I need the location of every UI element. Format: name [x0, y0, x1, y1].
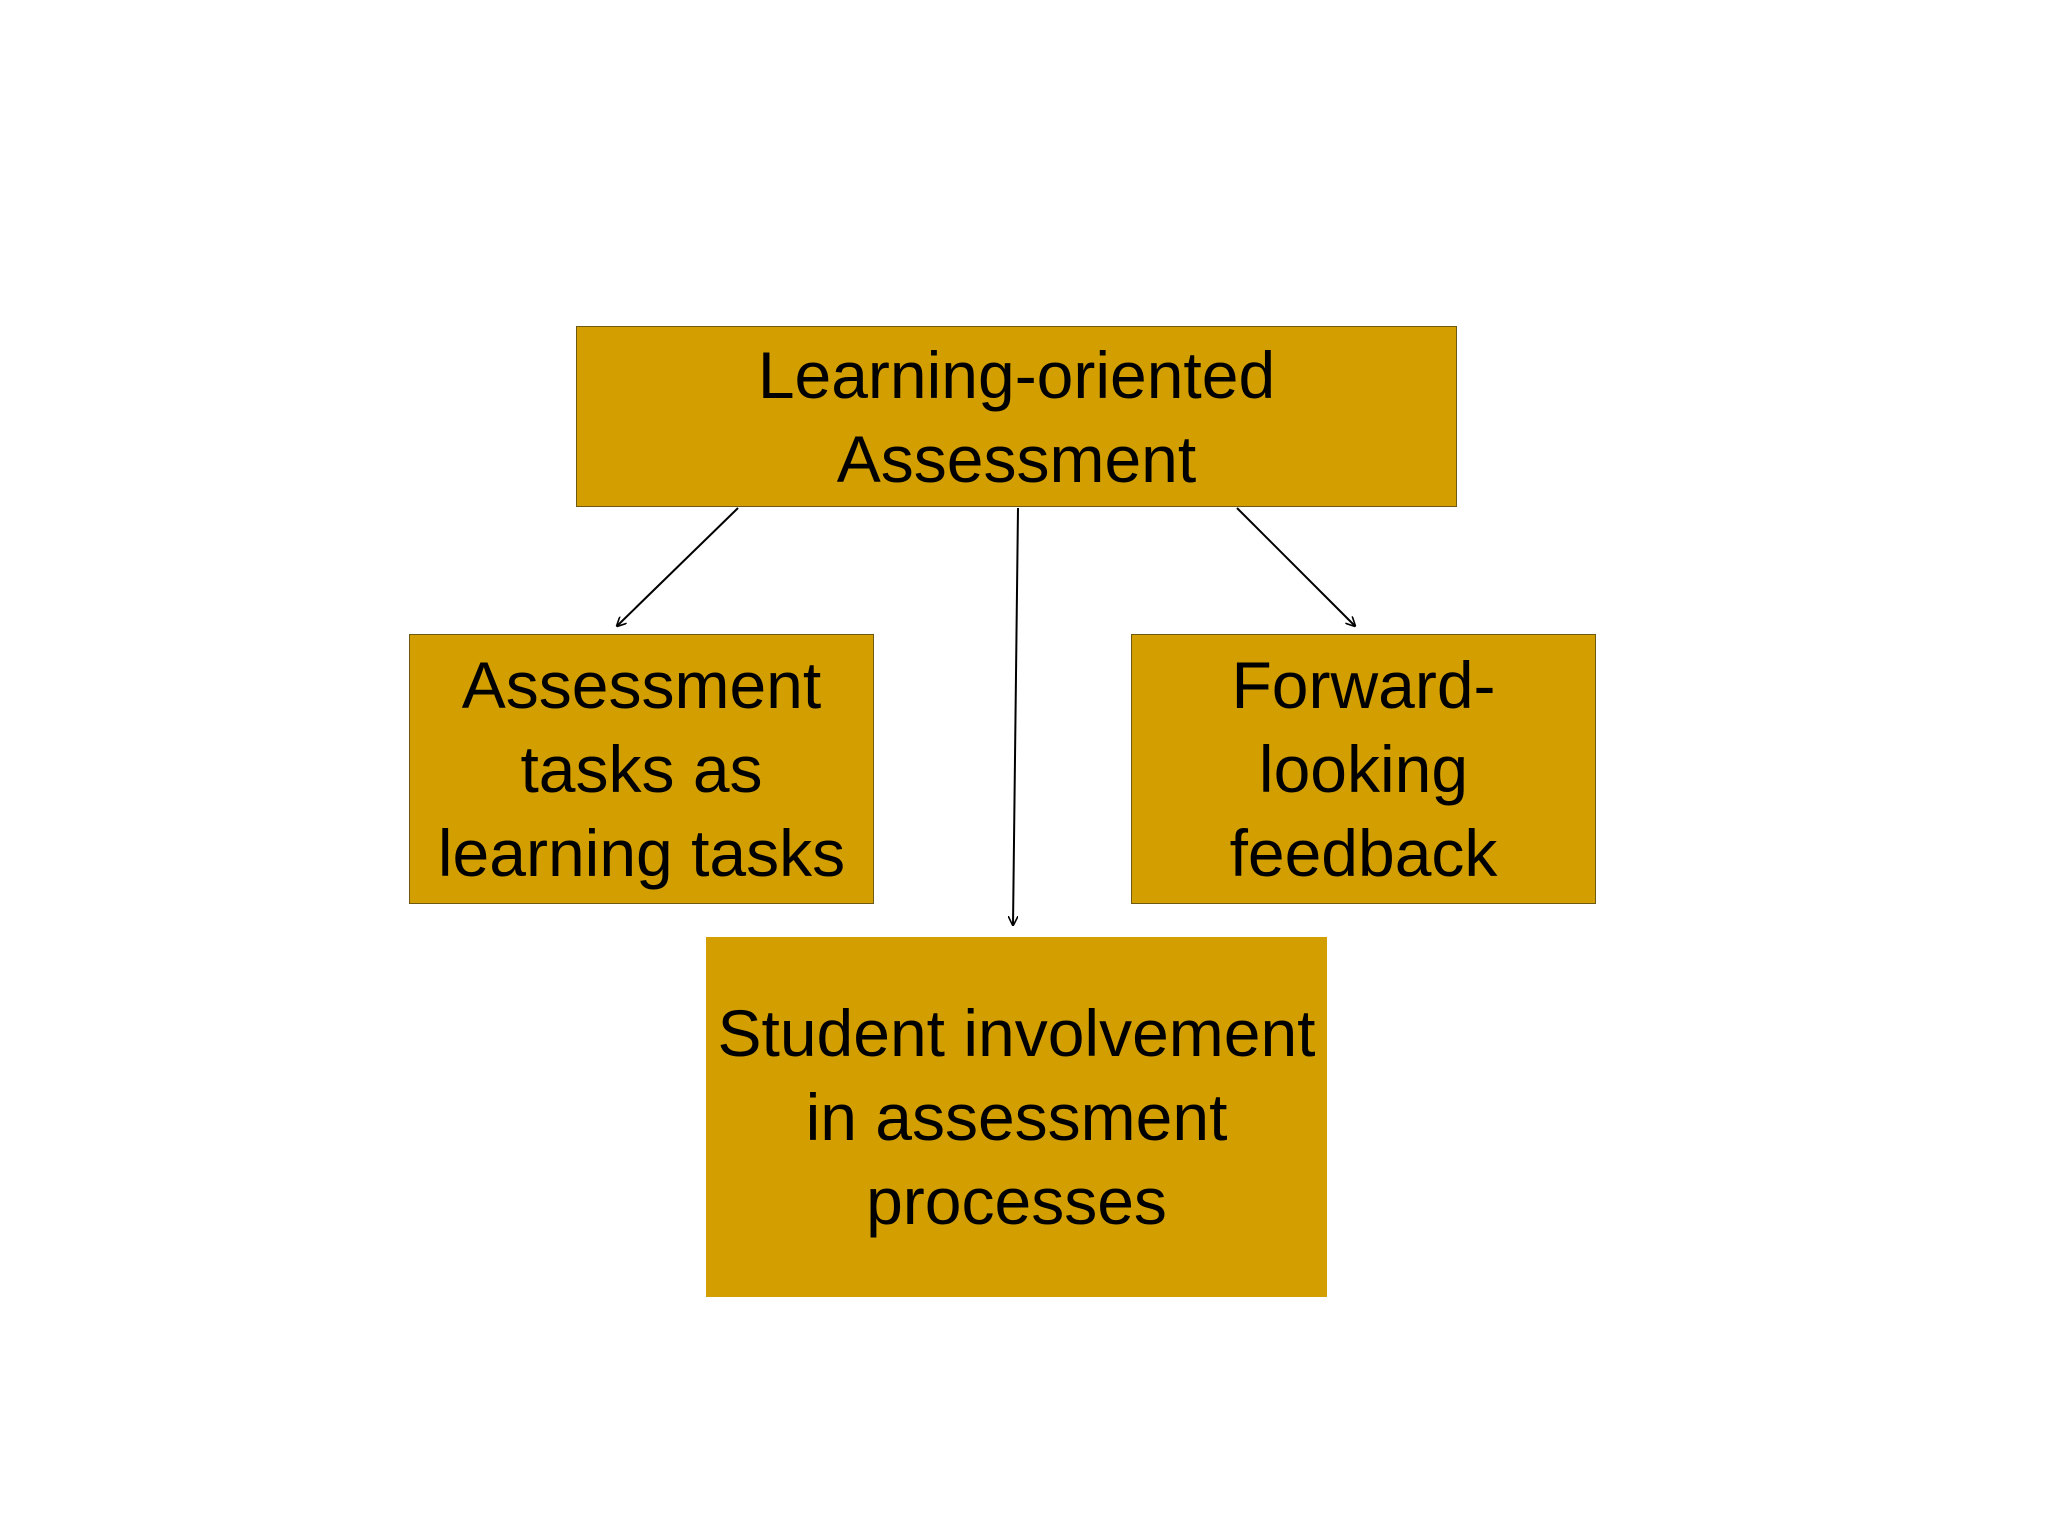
arrow-root-to-right — [1236, 507, 1355, 626]
arrow-root-to-bottom — [1013, 507, 1019, 925]
root-node-learning-oriented-assessment: Learning-oriented Assessment — [576, 326, 1457, 507]
child-node-forward-looking-feedback: Forward- looking feedback — [1131, 634, 1596, 904]
arrow-root-to-left — [617, 507, 739, 626]
child-node-assessment-tasks: Assessment tasks as learning tasks — [409, 634, 874, 904]
child-node-student-involvement: Student involvement in assessment proces… — [706, 937, 1327, 1297]
